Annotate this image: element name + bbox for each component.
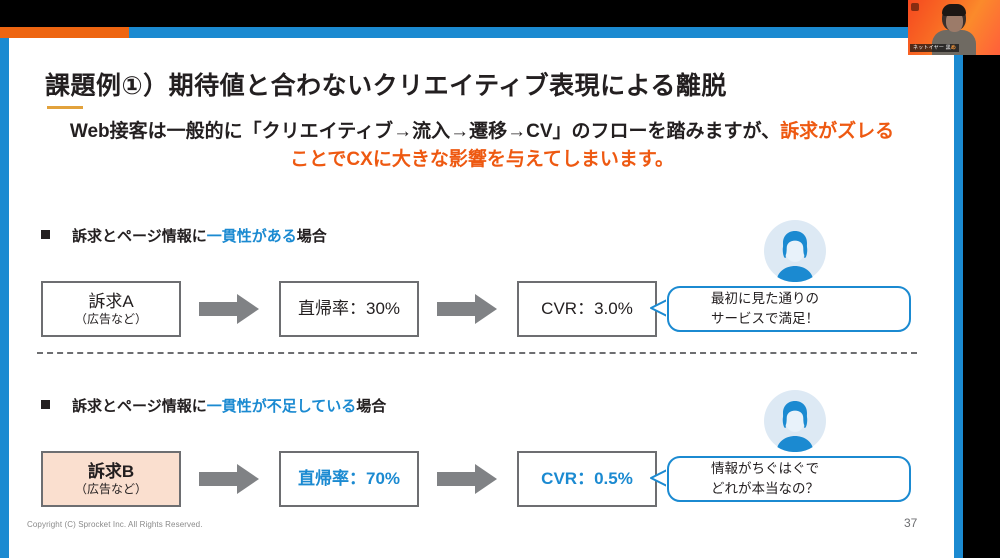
flow-box-bounce-rate-70-value: 直帰率：70%	[297, 469, 401, 489]
video-participant-tile[interactable]: ネットイヤー 黒め	[908, 0, 1000, 55]
speech-bubble-confused-line1: 情報がちぐはぐで	[711, 460, 820, 476]
subtitle-highlight-text: 訴求がズレることでCXに大きな影響を与えてしまいます。	[290, 121, 895, 170]
subtitle-plain-text: Web接客は一般的に「クリエイティブ→流入→遷移→CV」のフローを踏みますが、	[69, 121, 781, 142]
arrow-right-icon	[437, 464, 497, 494]
page-number: 37	[904, 516, 918, 530]
participant-name-suffix: め	[950, 44, 957, 51]
flow-box-appeal-b: 訴求B （広告など）	[41, 451, 181, 507]
flow-box-cvr-3-value: CVR：3.0%	[541, 299, 633, 319]
speech-bubble-satisfied: 最初に見た通りの サービスで満足！	[667, 286, 911, 332]
page-title: 課題例①）期待値と合わないクリエイティブ表現による離脱	[45, 72, 727, 100]
arrow-right-icon	[199, 294, 259, 324]
flow-box-bounce-rate-30: 直帰率：30%	[279, 281, 419, 337]
title-underline-rule	[47, 106, 83, 109]
person-avatar-icon	[764, 220, 826, 283]
flow-box-cvr-05: CVR：0.5%	[517, 451, 657, 507]
flow-box-cvr-05-value: CVR：0.5%	[541, 469, 633, 489]
flow-box-appeal-a: 訴求A （広告など）	[41, 281, 181, 337]
slide-canvas: 課題例①）期待値と合わないクリエイティブ表現による離脱 Web接客は一般的に「ク…	[0, 38, 963, 558]
section1-heading-prefix: 訴求とページ情報に	[72, 228, 207, 245]
section1-heading-suffix: 場合	[296, 228, 327, 245]
participant-name-text: ネットイヤー 黒	[913, 44, 951, 51]
section2-heading-prefix: 訴求とページ情報に	[72, 398, 207, 415]
flow-box-cvr-3: CVR：3.0%	[517, 281, 657, 337]
flow-box-appeal-a-title: 訴求A	[88, 291, 134, 311]
section2-heading-highlight: 一貫性が不足している	[206, 398, 357, 415]
flow-box-bounce-rate-30-value: 直帰率：30%	[297, 299, 401, 319]
arrow-right-icon	[199, 464, 259, 494]
flow-box-appeal-a-subtitle: （広告など）	[74, 312, 147, 327]
participant-face	[946, 11, 963, 32]
microphone-icon[interactable]	[911, 3, 919, 11]
top-accent-bar-blue	[0, 27, 1000, 38]
bullet-square-icon	[41, 400, 50, 409]
arrow-right-icon	[437, 294, 497, 324]
top-accent-bar-orange	[0, 27, 129, 38]
copyright-text: Copyright (C) Sprocket Inc. All Rights R…	[27, 520, 203, 529]
speech-bubble-confused: 情報がちぐはぐで どれが本当なの？	[667, 456, 911, 502]
flow-box-appeal-b-title: 訴求B	[87, 461, 135, 481]
section-divider	[37, 352, 917, 354]
slide-subtitle: Web接客は一般的に「クリエイティブ→流入→遷移→CV」のフローを踏みますが、訴…	[67, 118, 897, 173]
section1-heading-highlight: 一貫性がある	[206, 228, 297, 245]
participant-hair	[942, 4, 966, 16]
flow-box-appeal-b-subtitle: （広告など）	[74, 482, 147, 497]
section-heading-inconsistent: 訴求とページ情報に一貫性が不足している場合	[41, 395, 386, 416]
speech-bubble-satisfied-line1: 最初に見た通りの	[711, 290, 819, 306]
speech-bubble-confused-line2: どれが本当なの？	[711, 481, 819, 496]
speech-bubble-satisfied-line2: サービスで満足！	[711, 311, 819, 326]
section2-heading-suffix: 場合	[356, 398, 387, 415]
slide-right-accent-bar	[954, 38, 963, 558]
flow-box-bounce-rate-70: 直帰率：70%	[279, 451, 419, 507]
participant-name-label: ネットイヤー 黒め	[910, 43, 960, 52]
person-avatar-icon	[764, 390, 826, 453]
bullet-square-icon	[41, 230, 50, 239]
section-heading-consistent: 訴求とページ情報に一貫性がある場合	[41, 225, 327, 246]
